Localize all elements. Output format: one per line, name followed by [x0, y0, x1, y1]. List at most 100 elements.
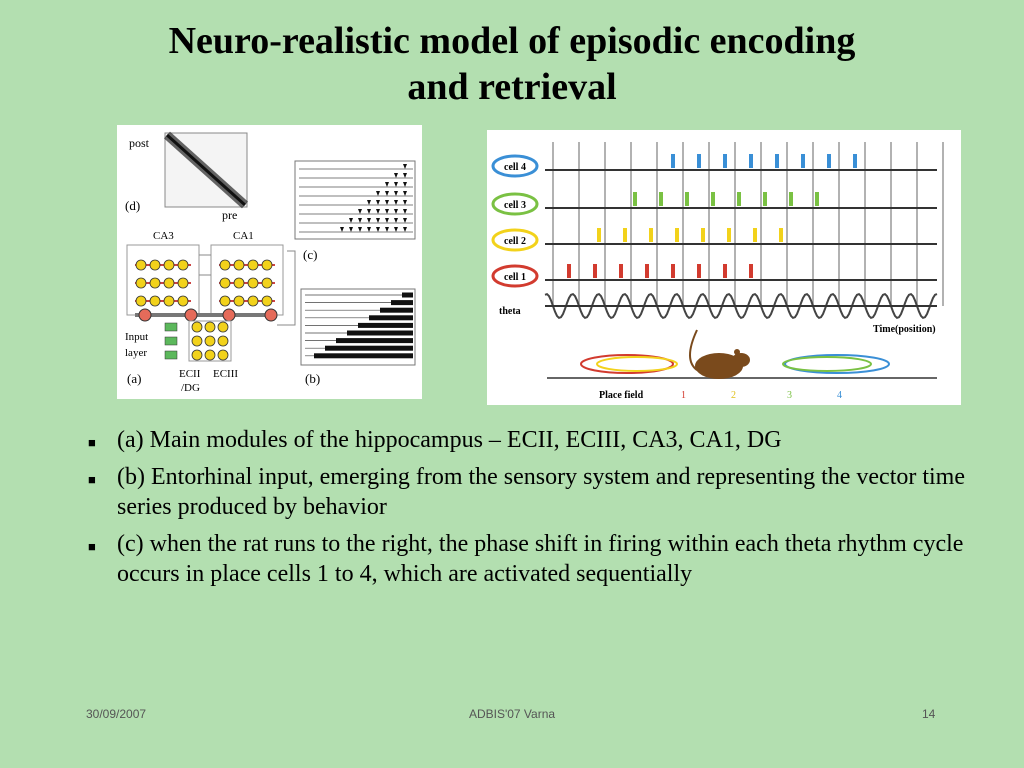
raster-spike: [403, 209, 407, 214]
raster-spike: [385, 191, 389, 196]
label-ca1: CA1: [233, 230, 254, 242]
spike-mark: [779, 228, 783, 242]
title-line-1: Neuro-realistic model of episodic encodi…: [168, 20, 856, 62]
theta-label: theta: [499, 306, 521, 317]
raster-spike: [358, 209, 362, 214]
raster-spike: [394, 191, 398, 196]
cell-badge-3: [491, 228, 539, 252]
place-number-2: 2: [731, 390, 736, 401]
ca3-node: [149, 277, 161, 289]
raster-spike: [403, 164, 407, 169]
spike-mark: [711, 192, 715, 206]
cell-label: cell 4: [504, 162, 526, 173]
raster-spike: [394, 182, 398, 187]
raster-spike: [403, 200, 407, 205]
label-pre: pre: [222, 208, 237, 222]
bullet-marker-icon: ■: [88, 472, 96, 487]
ec-node: [204, 335, 216, 347]
ec-node: [191, 335, 203, 347]
cell-badge-4: [491, 264, 539, 288]
spike-mark: [753, 228, 757, 242]
raster-spike: [376, 227, 380, 232]
matrix-diagonal-core: [165, 133, 247, 207]
raster-spike: [349, 227, 353, 232]
label-dg: /DG: [181, 382, 200, 394]
spike-mark: [597, 228, 601, 242]
raster-spike: [394, 209, 398, 214]
hippocampus-model-figure: post (d) pre (c) CA3 CA1: [117, 125, 422, 399]
spike-mark: [685, 192, 689, 206]
bullet-item-c: ■ (c) when the rat runs to the right, the…: [88, 529, 968, 589]
spike-mark: [723, 264, 727, 278]
ca1-node: [261, 295, 273, 307]
raster-spike: [367, 227, 371, 232]
ca3-node: [177, 259, 189, 271]
hippocampus-model-svg: post (d) pre (c) CA3 CA1: [125, 131, 416, 394]
spike-mark: [659, 192, 663, 206]
raster-spike: [385, 227, 389, 232]
raster-spike: [367, 209, 371, 214]
input-bar: [369, 315, 413, 321]
input-bar: [402, 292, 413, 298]
cell-label: cell 2: [504, 236, 526, 247]
raster-spike: [403, 173, 407, 178]
spike-mark: [697, 264, 701, 278]
ca1-node: [219, 295, 231, 307]
spike-mark: [649, 228, 653, 242]
ca1-node: [261, 259, 273, 271]
input-bar: [391, 300, 413, 306]
input-bar: [336, 338, 413, 344]
cell-badge-1: [491, 154, 539, 178]
cell-badge-2: [491, 192, 539, 216]
raster-spike: [376, 209, 380, 214]
bullet-text-c: (c) when the rat runs to the right, the …: [117, 531, 964, 587]
spike-mark: [749, 264, 753, 278]
ca3-node: [135, 259, 147, 271]
ca1-node: [219, 277, 231, 289]
cell-label: cell 1: [504, 272, 526, 283]
spike-mark: [749, 154, 753, 168]
title-line-2: and retrieval: [407, 66, 617, 108]
label-post: post: [129, 136, 150, 150]
spike-mark: [633, 192, 637, 206]
label-input: Input: [125, 331, 148, 343]
ec-node: [204, 321, 216, 333]
theta-wave: [544, 292, 938, 320]
raster-spike: [394, 173, 398, 178]
footer-date: 30/09/2007: [86, 707, 147, 721]
raster-c: [294, 160, 416, 240]
input-bar: [314, 353, 413, 359]
spike-mark: [723, 154, 727, 168]
raster-spike: [367, 218, 371, 223]
ca3-node: [163, 277, 175, 289]
label-c: (c): [303, 247, 317, 262]
rat-icon: [689, 329, 750, 379]
raster-spike: [376, 191, 380, 196]
ca1-node: [233, 259, 245, 271]
raster-spike: [394, 227, 398, 232]
raster-spike: [385, 182, 389, 187]
raster-spike: [385, 200, 389, 205]
bullet-marker-icon: ■: [88, 539, 96, 554]
raster-spike: [358, 227, 362, 232]
bullet-item-b: ■(b) Entorhinal input, emerging from the…: [88, 462, 968, 522]
label-b: (b): [305, 371, 320, 386]
raster-spike: [394, 218, 398, 223]
ca1-node: [219, 259, 231, 271]
input-bar: [325, 345, 413, 351]
ca3-node: [163, 295, 175, 307]
raster-spike: [349, 218, 353, 223]
ec-node: [217, 335, 229, 347]
bullet-text-a: (a) Main modules of the hippocampus – EC…: [117, 427, 782, 453]
ca3-node: [177, 277, 189, 289]
spike-mark: [853, 154, 857, 168]
spike-mark: [623, 228, 627, 242]
place-number-3: 3: [787, 390, 792, 401]
ca1-node: [233, 295, 245, 307]
spike-mark: [645, 264, 649, 278]
ca3-node: [149, 259, 161, 271]
ca3-node: [163, 259, 175, 271]
ec-node: [217, 349, 229, 361]
